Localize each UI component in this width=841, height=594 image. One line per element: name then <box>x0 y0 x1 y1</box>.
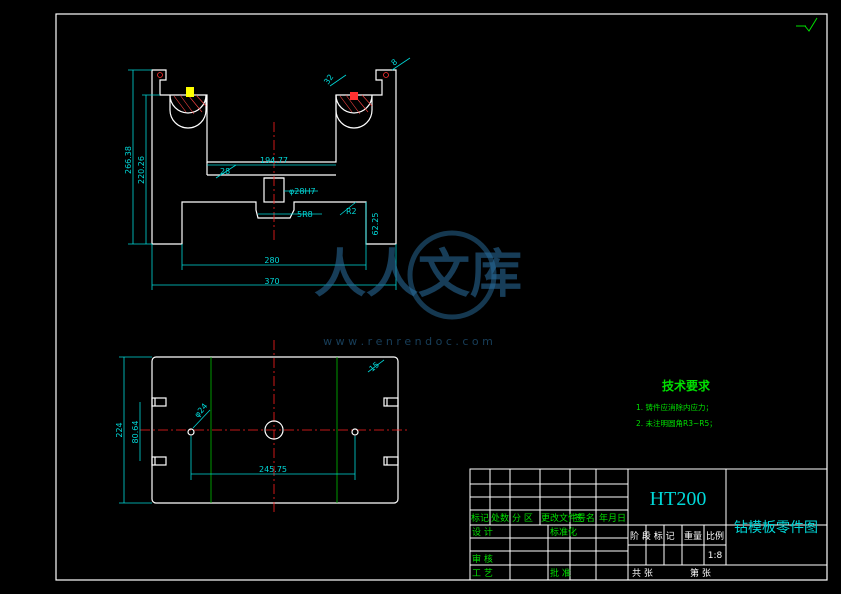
tb-sheet: 第 张 <box>690 567 711 579</box>
dim-8064: 80.64 <box>131 421 140 444</box>
tb-approve: 批 准 <box>550 567 571 579</box>
tech-req-1: 1. 铸件应消除内应力； <box>636 402 713 412</box>
tb-weight: 重量 <box>684 530 702 542</box>
tech-title: 技术要求 <box>662 378 711 393</box>
tb-review: 审 核 <box>472 553 493 565</box>
watermark-url: w w w . r e n r e n d o c . c o m <box>323 335 493 348</box>
tb-count: 处数 <box>491 512 509 524</box>
dim-266: 266.38 <box>124 146 133 174</box>
dim-28: 28 <box>220 167 230 176</box>
dim-24575: 245.75 <box>259 465 287 474</box>
front-dimensions <box>128 57 411 290</box>
dim-phi24: φ24 <box>193 402 210 420</box>
dim-220: 220.26 <box>137 156 146 184</box>
drawing-name: 钻模板零件图 <box>734 520 818 536</box>
title-block <box>469 468 828 581</box>
dim-28h7: φ28H7 <box>289 187 316 196</box>
watermark: 人人文库 w w w . r e n r e n d o c . c o m <box>314 230 522 348</box>
tb-process: 工 艺 <box>472 568 493 579</box>
tb-total: 共 张 <box>632 568 653 579</box>
tb-standard: 标准化 <box>550 526 577 538</box>
roughness-symbol <box>796 17 818 32</box>
tb-date: 年月日 <box>599 512 626 524</box>
tech-req-2: 2. 未注明圆角R3~R5； <box>636 418 717 428</box>
tb-doc: 更改文件号 <box>541 512 586 524</box>
tb-scale: 1:8 <box>708 551 723 561</box>
dim-194: 194.77 <box>260 156 288 165</box>
dim-280: 280 <box>264 256 279 265</box>
dim-224: 224 <box>115 422 124 437</box>
dim-r2: R2 <box>346 207 357 216</box>
hatch-right <box>335 92 373 129</box>
dim-32: 32 <box>322 73 335 87</box>
material-label: HT200 <box>650 488 707 510</box>
tb-design: 设 计 <box>472 526 493 538</box>
dim-5r8: 5R8 <box>297 210 313 219</box>
sheet-border <box>55 13 828 581</box>
tb-zone: 分 区 <box>512 513 533 524</box>
dim-8: 8 <box>390 57 400 67</box>
dim-15: 15 <box>368 360 382 373</box>
hatch-left <box>169 87 207 129</box>
tb-stage: 阶 段 标 记 <box>630 530 675 542</box>
watermark-text: 人人文库 <box>314 245 522 305</box>
tb-mark: 标记 <box>471 512 489 524</box>
tb-scale-h: 比例 <box>706 530 724 542</box>
top-view <box>140 340 410 512</box>
top-dimensions <box>119 356 385 504</box>
front-view <box>151 69 397 245</box>
dim-370: 370 <box>264 277 279 286</box>
dim-62: 62.25 <box>371 213 380 236</box>
tb-sign: 签 名 <box>574 512 595 524</box>
